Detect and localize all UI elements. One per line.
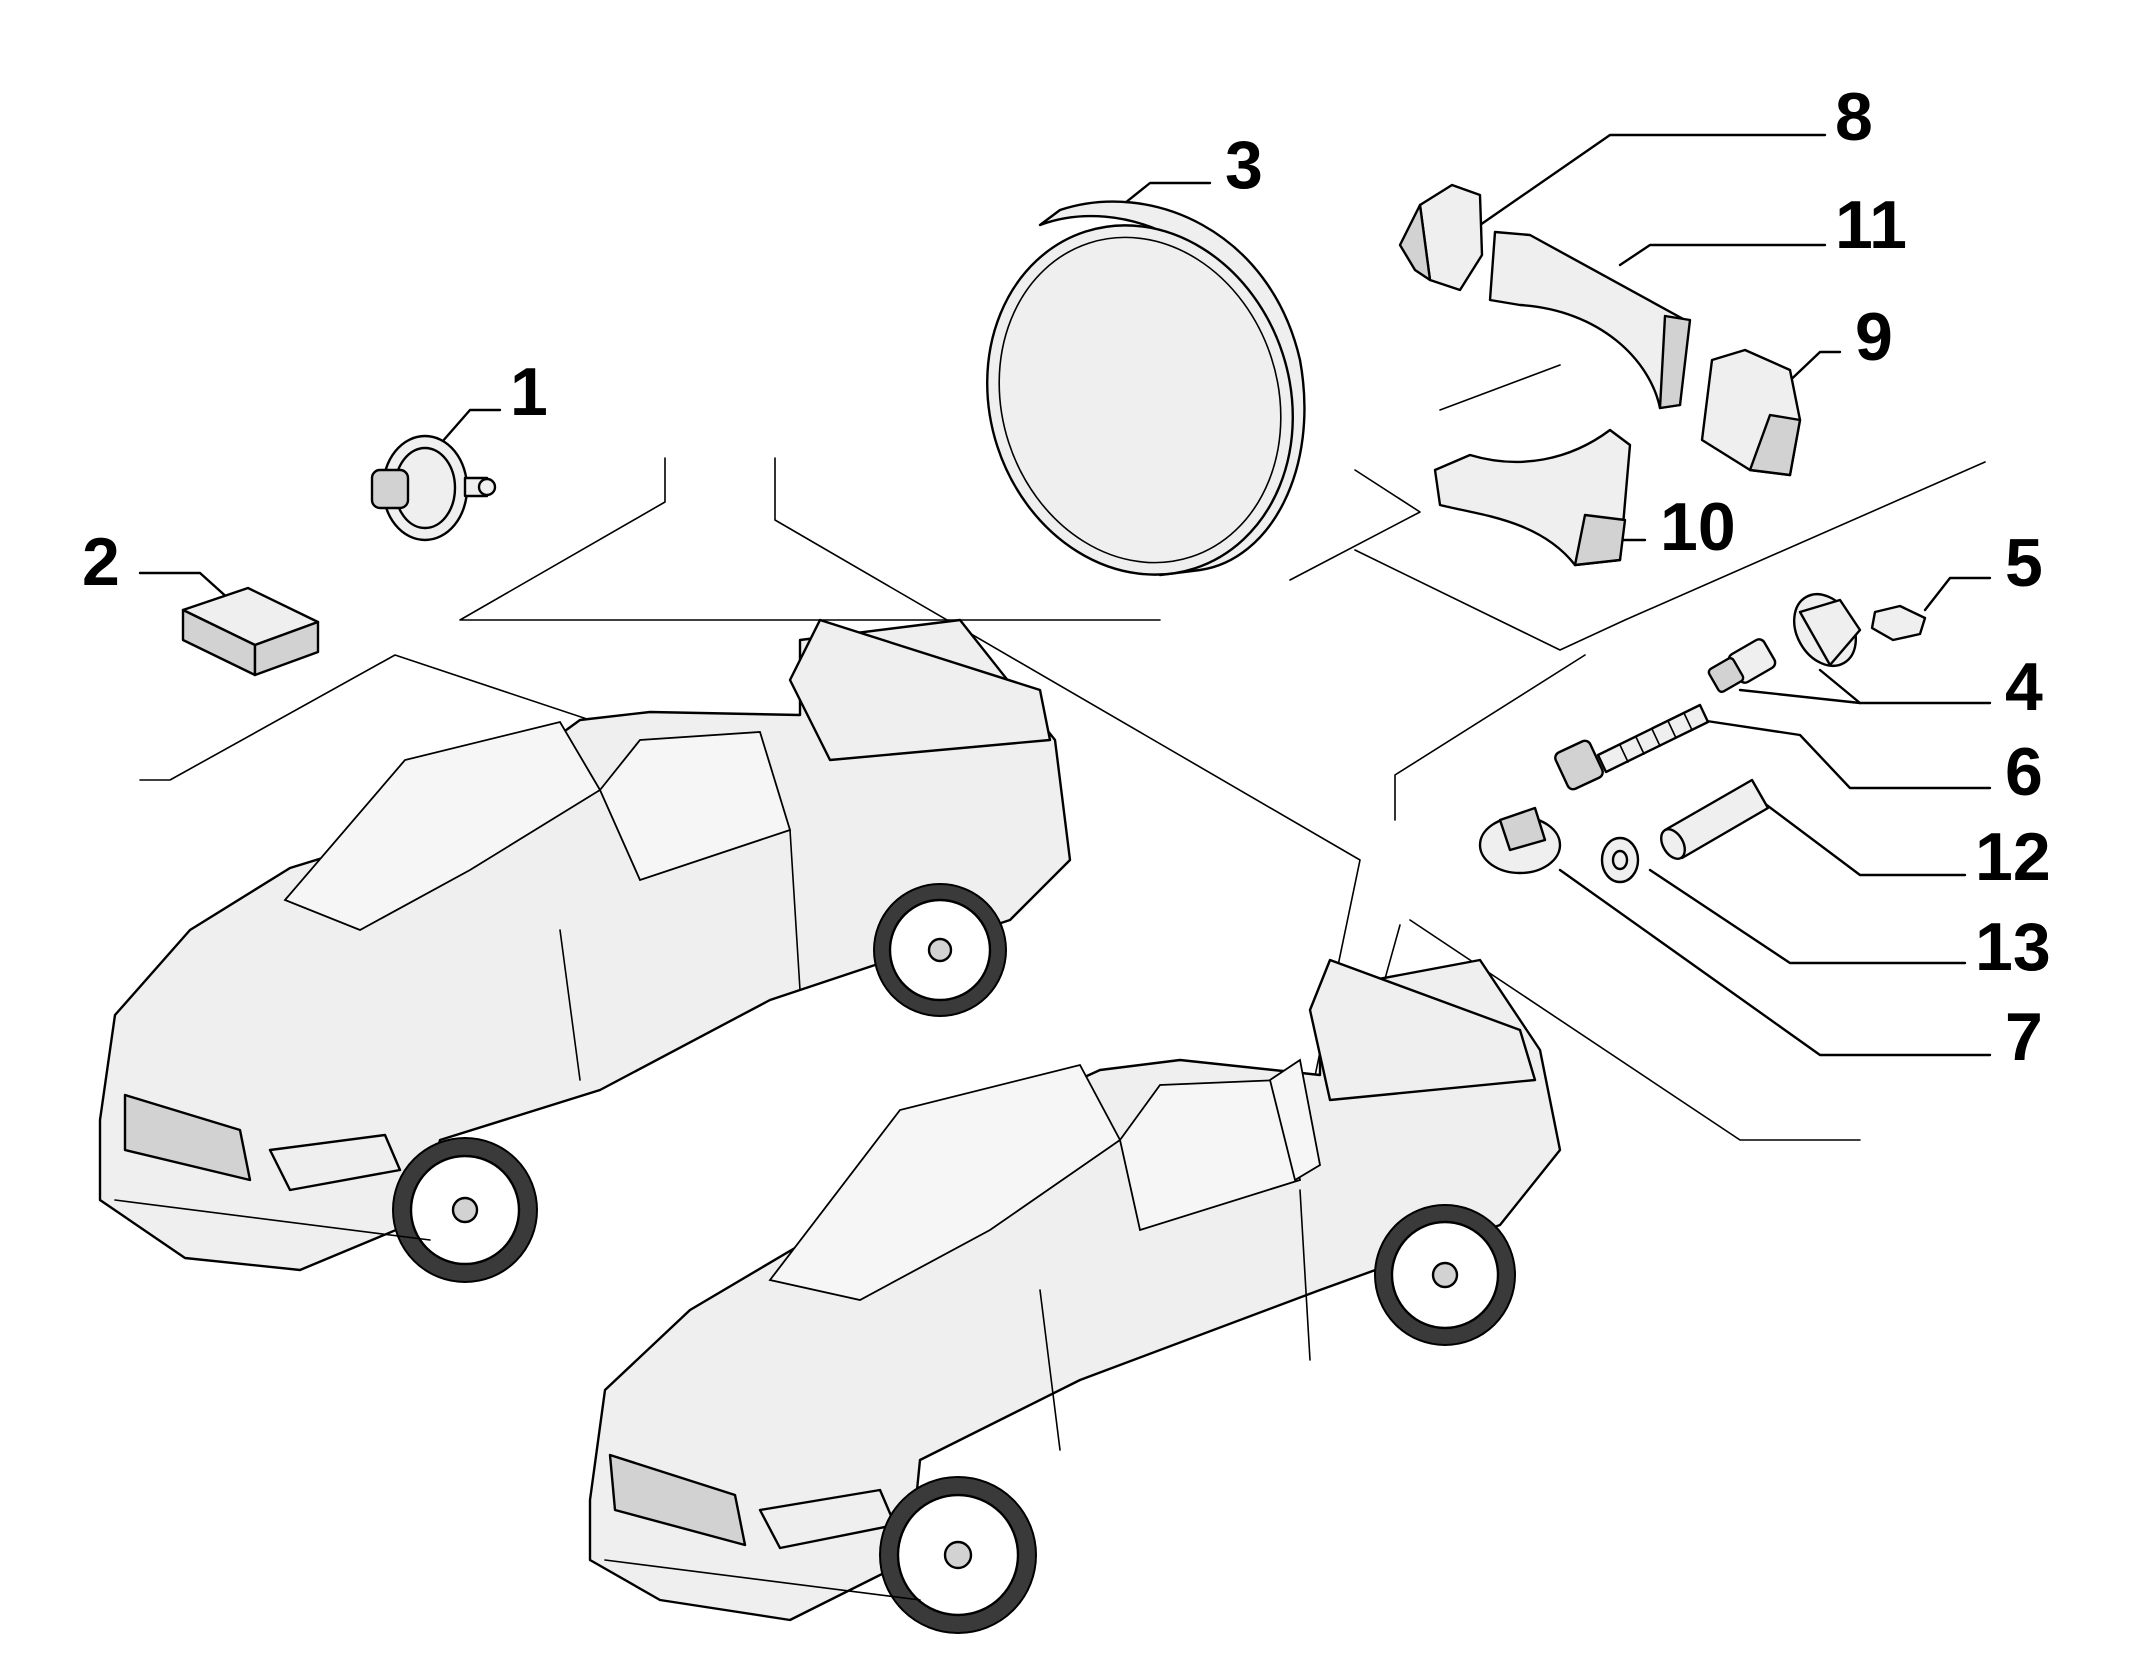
pickup-truck-icon: [588, 958, 1562, 1634]
clip-fastener-icon: [370, 434, 497, 542]
bracket-mid: [1439, 364, 1561, 411]
foam-pad-icon: [181, 586, 320, 677]
callout-12: 12: [1975, 819, 2051, 895]
sleeve-tube-icon: [1660, 778, 1770, 860]
wing-nut-icon: [1478, 806, 1562, 875]
callout-labels: 1 2 3 4 5 6 7 8 9 10 11 12 13: [82, 79, 2051, 1075]
callout-11: 11: [1835, 187, 1907, 263]
leader-7: [1558, 868, 1992, 1057]
leader-4b: [1738, 688, 1862, 705]
callout-3: 3: [1225, 127, 1263, 203]
bracket-right-b: [1409, 919, 1861, 1141]
callout-2: 2: [82, 524, 120, 600]
washer-icon: [1600, 836, 1640, 884]
wedge-block-icon: [1398, 183, 1484, 292]
leader-13: [1648, 868, 1967, 965]
pickup-truck-icon: [98, 618, 1072, 1283]
leader-9: [1778, 350, 1842, 392]
callout-13: 13: [1975, 909, 2051, 985]
long-bolt-icon: [1554, 703, 1710, 791]
leader-lines: [138, 133, 1992, 1141]
wedge-block-icon: [1700, 348, 1802, 477]
leader-1: [433, 408, 502, 452]
leader-2: [138, 571, 232, 602]
leader-8: [1478, 133, 1827, 227]
leader-11: [1618, 243, 1827, 267]
bracket-cover-b: [1354, 461, 1986, 651]
callout-7: 7: [2005, 999, 2043, 1075]
leader-6: [1698, 718, 1992, 790]
callout-4: 4: [2005, 649, 2043, 725]
callout-10: 10: [1660, 489, 1736, 565]
callout-1: 1: [510, 354, 548, 430]
leader-4a: [1818, 668, 1992, 705]
callout-8: 8: [1835, 79, 1873, 155]
callout-9: 9: [1855, 299, 1893, 375]
callout-6: 6: [2005, 734, 2043, 810]
spare-wheel-cover-icon: [986, 200, 1306, 577]
bracket-cover-a: [1289, 469, 1421, 581]
callout-5: 5: [2005, 525, 2043, 601]
bolt-cap-icon: [1707, 593, 1862, 693]
leader-12: [1758, 798, 1967, 877]
curved-support-icon: [1433, 428, 1632, 567]
leader-5: [1923, 576, 1992, 612]
bracket-upper-car-a: [459, 457, 1161, 621]
bracket-right-a: [1394, 654, 1586, 821]
curved-support-icon: [1488, 230, 1692, 410]
small-pad-icon: [1870, 604, 1927, 642]
